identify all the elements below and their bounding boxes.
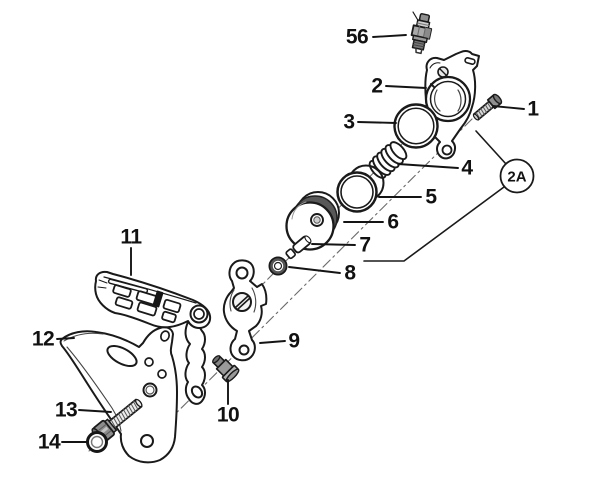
subassembly-2a-line-upper — [475, 130, 507, 165]
callout-6: 6 — [387, 210, 399, 234]
subassembly-2a-group — [363, 130, 535, 262]
part-3-large-o-ring — [393, 103, 439, 149]
part-14-small-o-ring — [86, 431, 108, 453]
part-56-spark-plug — [410, 11, 433, 55]
callout-8: 8 — [344, 261, 356, 285]
callout-9: 9 — [288, 329, 300, 353]
callout-3: 3 — [343, 110, 355, 134]
callout-56: 56 — [345, 25, 369, 49]
subassembly-2a-circle — [499, 158, 535, 194]
callout-5: 5 — [425, 185, 437, 209]
leader-1 — [492, 105, 525, 110]
callout-13: 13 — [54, 398, 78, 422]
callout-14: 14 — [37, 430, 61, 454]
part-2-pump-housing — [424, 49, 480, 160]
callout-1: 1 — [527, 97, 539, 121]
part-10-flange-nut — [212, 355, 240, 383]
callout-7: 7 — [359, 233, 371, 257]
part-6-piston — [285, 191, 340, 251]
leader-8 — [288, 266, 341, 274]
part-7-pin — [285, 235, 312, 260]
leader-13 — [78, 409, 112, 413]
leader-4 — [397, 163, 459, 169]
part-4-coil-spring — [368, 141, 408, 179]
part-1-screw — [472, 93, 503, 121]
leader-9 — [259, 340, 286, 344]
leader-56 — [372, 34, 407, 38]
part-11-slotted-guide-plate — [94, 270, 212, 405]
leader-2 — [385, 85, 427, 89]
part-8-seal-ring — [268, 256, 288, 276]
axis-main — [132, 118, 473, 457]
leader-7 — [311, 243, 356, 246]
leader-lines — [56, 34, 525, 443]
callout-2a-badge-label: 2A — [507, 168, 527, 186]
part-9-pivot-lever — [222, 259, 268, 362]
callout-12: 12 — [31, 327, 55, 351]
leader-3 — [357, 121, 397, 124]
leader-12 — [56, 337, 75, 340]
part-5-piston-rings — [336, 164, 385, 213]
callout-10: 10 — [216, 403, 240, 427]
callout-4: 4 — [461, 156, 473, 180]
callout-2: 2 — [371, 74, 383, 98]
callout-11: 11 — [120, 225, 142, 249]
part-12-guard-plate — [59, 326, 178, 464]
subassembly-2a-line-lower — [363, 186, 505, 262]
